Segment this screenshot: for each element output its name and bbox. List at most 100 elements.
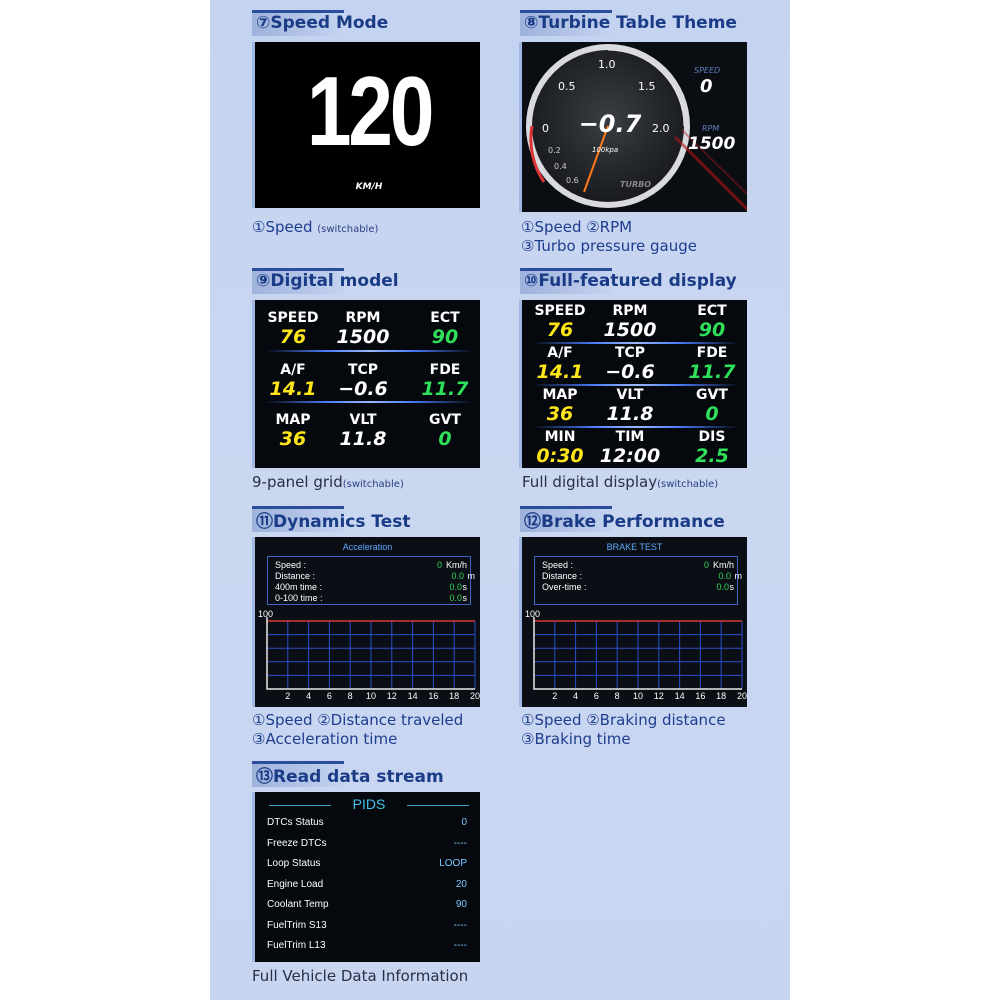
pid-label: FuelTrim S13 — [267, 919, 327, 931]
tick-0: 0 — [542, 122, 549, 135]
gauge-cell-tcp: TCP−0.6 — [590, 345, 670, 384]
pid-row: Freeze DTCs---- — [267, 838, 467, 849]
x-tick-label: 18 — [449, 691, 460, 701]
readout-label: Distance : — [275, 571, 316, 581]
x-tick-label: 20 — [469, 691, 480, 701]
gauge-value: 14.1 — [536, 361, 584, 383]
readout-label: Speed : — [275, 560, 307, 570]
readout-label: 0-100 time : — [275, 593, 323, 603]
readout-label: Over-time : — [542, 582, 587, 592]
gauge-label: GVT — [696, 387, 728, 403]
section-title-digital-model: ⑨Digital model — [252, 268, 482, 294]
brake-caption-2: ③Braking time — [521, 730, 631, 748]
full-featured-caption: Full digital display(switchable) — [522, 473, 719, 491]
acceleration-readout-box — [267, 556, 471, 605]
gauge-value: 90 — [431, 326, 459, 348]
gauge-value: 1500 — [336, 326, 390, 348]
gauge-label: ECT — [697, 303, 727, 319]
x-tick-label: 12 — [386, 691, 397, 701]
section-title-full-featured: ⑩Full-featured display — [520, 268, 760, 294]
x-tick-label: 8 — [347, 691, 353, 701]
gauge-value: −0.6 — [338, 378, 388, 400]
gauge-label: MIN — [544, 429, 576, 445]
readout-unit: Km/h — [712, 560, 734, 570]
tick-06: 0.6 — [566, 176, 579, 185]
pid-value: LOOP — [439, 858, 467, 869]
gauge-label: A/F — [280, 362, 306, 378]
gauge-label: SPEED — [267, 310, 319, 326]
pid-row: FuelTrim L13---- — [267, 940, 467, 951]
pid-label: Engine Load — [267, 878, 324, 890]
speed-mode-screen: 120 KM/H — [252, 42, 480, 208]
boost-unit: 100kpa — [592, 146, 619, 154]
y-axis-label: 100 — [525, 609, 541, 619]
turbo-gauge — [526, 44, 747, 212]
x-tick-label: 6 — [593, 691, 599, 701]
x-tick-label: 12 — [653, 691, 664, 701]
brake-test-title: BRAKE TEST — [606, 542, 663, 552]
test-graph — [266, 617, 476, 690]
gauge-value: 1500 — [603, 319, 657, 341]
brake-readout-box — [534, 556, 738, 605]
readout-value: 0.0 — [716, 582, 729, 592]
data-stream-caption: Full Vehicle Data Information — [252, 967, 469, 985]
readout-label: Speed : — [542, 560, 574, 570]
turbine-screen: 0 0.5 1.0 1.5 2.0 0.2 0.4 0.6 −0.7 100kp… — [519, 42, 747, 212]
gauge-cell-tcp: TCP−0.6 — [323, 363, 403, 401]
tick-15: 1.5 — [638, 80, 656, 93]
gauge-value: 0:30 — [536, 445, 584, 467]
readout-value: 0.0 — [718, 571, 731, 581]
speed-label: SPEED — [694, 66, 721, 75]
pid-label: DTCs Status — [267, 817, 324, 828]
gauge-value: 36 — [546, 403, 574, 425]
brake-caption-1: ①Speed ②Braking distance — [521, 711, 726, 729]
gauge-label: TCP — [614, 345, 646, 361]
gauge-label: MAP — [275, 412, 311, 428]
gauge-value: 11.7 — [421, 378, 469, 400]
dynamics-caption-1: ①Speed ②Distance traveled — [252, 711, 464, 729]
gauge-value: 0 — [438, 428, 452, 450]
readout-unit: m — [734, 571, 743, 581]
test-graph — [533, 617, 743, 690]
x-tick-label: 2 — [285, 691, 291, 701]
axes — [533, 617, 742, 690]
x-tick-label: 4 — [306, 691, 312, 701]
gauge-label: FDE — [696, 345, 728, 361]
tick-04: 0.4 — [554, 162, 567, 171]
gauge-value: 76 — [546, 319, 574, 341]
tick-05: 0.5 — [558, 80, 576, 93]
section-title-read-data-stream: ⑬Read data stream — [252, 761, 482, 787]
gauge-label: VLT — [349, 412, 377, 428]
x-tick-label: 10 — [365, 691, 376, 701]
x-tick-label: 10 — [632, 691, 643, 701]
pid-value: 90 — [455, 899, 467, 910]
pid-label: FuelTrim L13 — [267, 940, 326, 951]
pid-label: Freeze DTCs — [267, 837, 327, 849]
gauge-value: 11.8 — [339, 428, 387, 450]
gauge-label: RPM — [612, 303, 648, 319]
gauge-label: SPEED — [534, 303, 586, 319]
readout-value: 0 — [436, 560, 442, 570]
readout-value: 0.0 — [449, 582, 462, 592]
gauge-label: VLT — [616, 387, 644, 403]
x-tick-label: 18 — [716, 691, 727, 701]
x-tick-label: 2 — [552, 691, 558, 701]
speed-unit: KM/H — [355, 182, 383, 192]
turbo-brand: TURBO — [620, 180, 652, 189]
gauge-label: GVT — [429, 412, 461, 428]
